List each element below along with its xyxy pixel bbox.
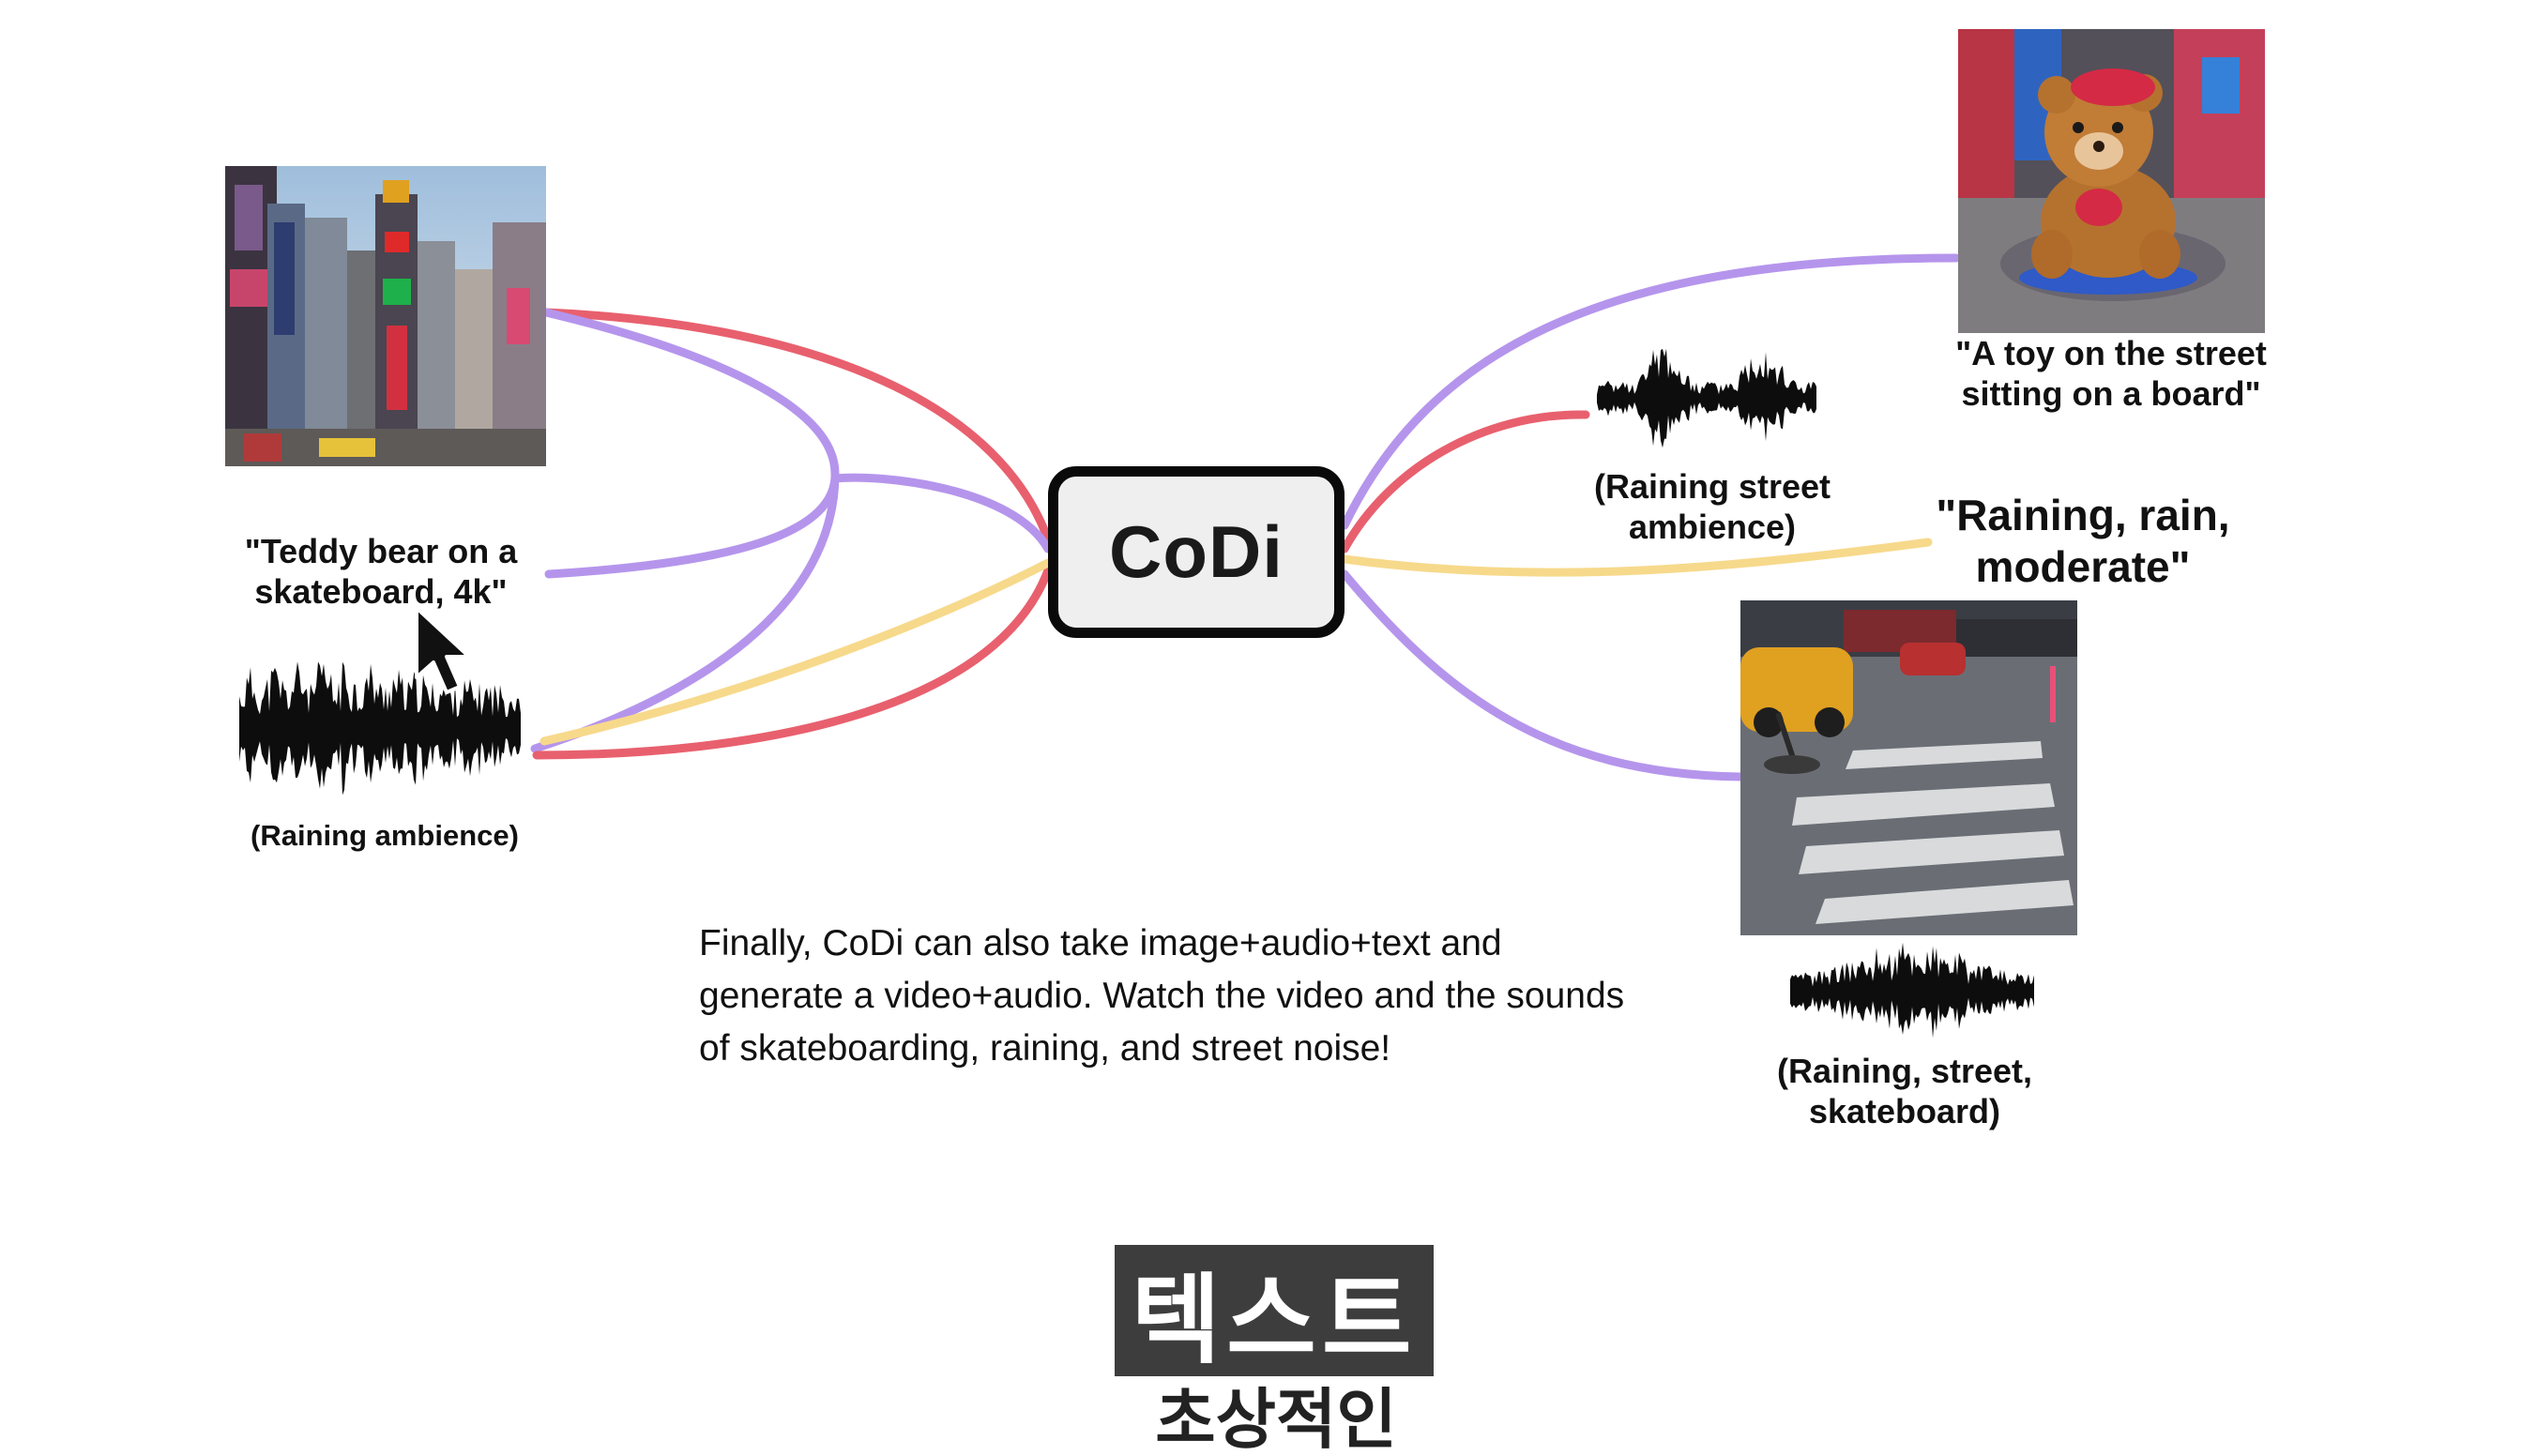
- line-text-purple: [544, 473, 1053, 579]
- description-caption: Finally, CoDi can also take image+audio+…: [699, 923, 1625, 1069]
- cursor-arrow-icon: [415, 606, 471, 694]
- diagram-stage: "Teddy bear on a skateboard, 4k" (Rainin…: [225, 29, 2267, 1452]
- line-audio-red: [532, 566, 1053, 760]
- output-image-teddy-bear: [1958, 29, 2265, 333]
- output-video-frame: [1740, 600, 2077, 935]
- subtitle-line-1: 텍스트: [1131, 1266, 1418, 1375]
- line-audio-yellow: [539, 558, 1053, 746]
- subtitle-line-2: 초상적인: [1155, 1383, 1397, 1456]
- line-image-red: [541, 308, 1053, 544]
- output-video-audio-label: (Raining, street, skateboard): [1776, 1052, 2033, 1131]
- output-audio-label: (Raining street ambience): [1593, 467, 1831, 547]
- connection-lines: [530, 253, 1961, 781]
- line-out-video-purple: [1340, 569, 1745, 781]
- input-audio-label: (Raining ambience): [251, 819, 519, 852]
- codi-label: CoDi: [1109, 510, 1284, 593]
- codi-model-box: CoDi: [1048, 466, 1345, 638]
- output-text: "Raining, rain, moderate": [1936, 491, 2230, 592]
- line-out-image-purple: [1340, 253, 1961, 530]
- input-image-times-square: [225, 166, 546, 466]
- input-audio-waveform: [239, 661, 521, 796]
- line-out-audio-red: [1340, 410, 1590, 554]
- line-out-text-yellow: [1340, 538, 1933, 577]
- output-video-audio-waveform: [1790, 942, 2034, 1039]
- input-text-prompt: "Teddy bear on a skateboard, 4k": [244, 532, 518, 612]
- output-audio-waveform: [1597, 348, 1816, 448]
- output-image-caption: "A toy on the street sitting on a board": [1955, 334, 2267, 414]
- subtitle-box: 텍스트: [1115, 1245, 1434, 1376]
